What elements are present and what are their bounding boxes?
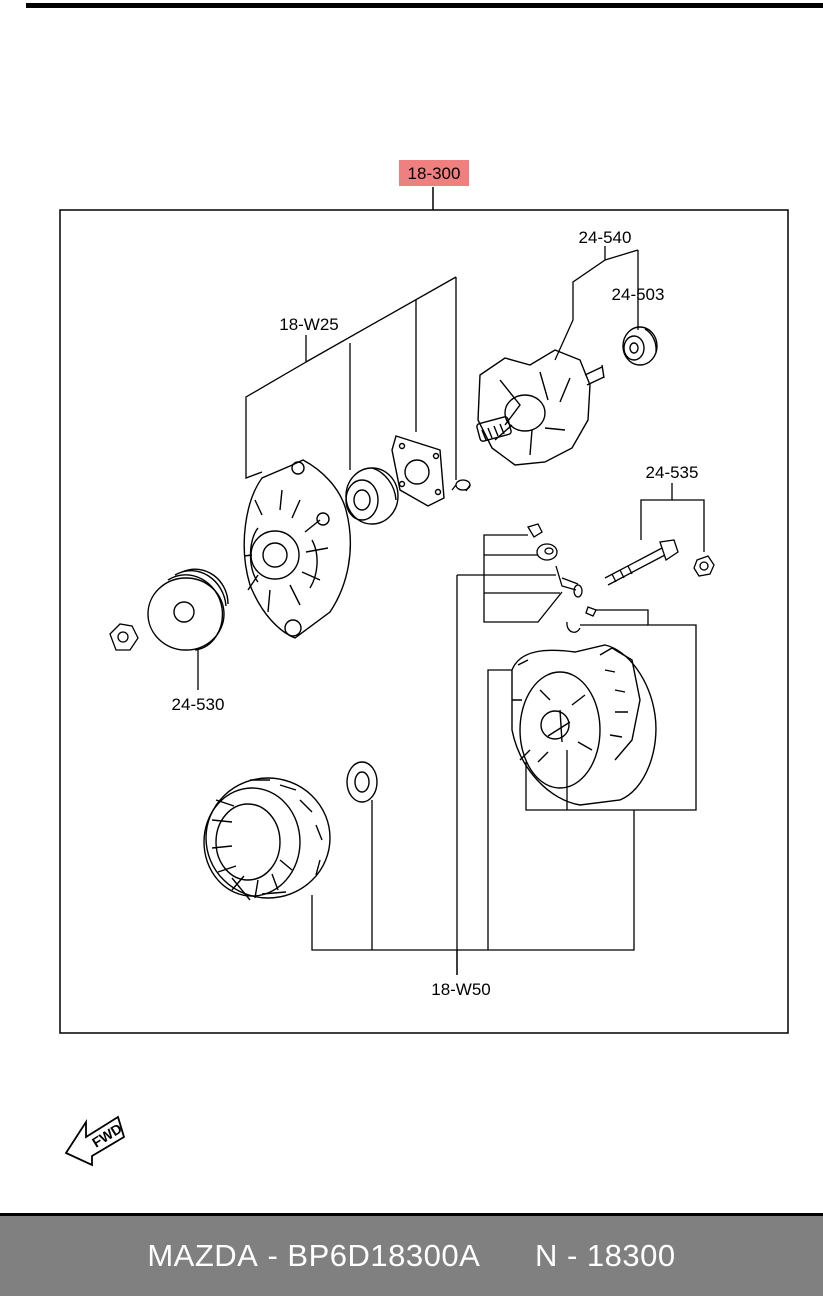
front-bearing — [345, 467, 399, 525]
part-number-footer: MAZDA - BP6D18300A N - 18300 — [0, 1213, 823, 1296]
top-rule — [26, 3, 823, 8]
pulley-nut — [109, 623, 139, 651]
assembly-callout-highlight — [399, 160, 469, 186]
rotor — [476, 349, 605, 466]
footer-part-number: BP6D18300A — [287, 1238, 481, 1273]
stator-kit-leaders — [311, 669, 635, 975]
bolt-nut — [693, 555, 715, 577]
fwd-arrow-icon: FWD — [64, 1115, 126, 1167]
stator — [203, 777, 331, 901]
rear-housing — [243, 459, 352, 639]
through-bolt — [604, 539, 679, 586]
bearing-callout[interactable]: 24-503 — [612, 285, 665, 304]
pulley — [147, 568, 229, 651]
bolt-kit-callout[interactable]: 24-535 — [646, 463, 699, 482]
plate-screw — [451, 479, 471, 492]
rear-housing-kit-callout[interactable]: 18-W25 — [279, 315, 339, 334]
footer-ref-number: N - 18300 — [534, 1238, 676, 1273]
rear-bearing — [622, 326, 658, 366]
stator-kit-callout[interactable]: 18-W50 — [431, 980, 491, 999]
front-housing — [511, 644, 657, 806]
rotor-leaders — [554, 246, 639, 361]
exploded-parts-diagram: 18-300 18-W25 — [59, 160, 789, 1167]
washer — [346, 761, 378, 803]
footer-brand: MAZDA — [147, 1238, 259, 1273]
retainer-plate — [391, 435, 445, 507]
pulley-callout[interactable]: 24-530 — [172, 695, 225, 714]
rotor-kit-callout[interactable]: 24-540 — [579, 228, 632, 247]
assembly-frame — [59, 209, 789, 1034]
rear-housing-leaders — [245, 276, 457, 480]
hardware-leaders — [456, 534, 697, 975]
assembly-callout[interactable]: 18-300 — [408, 164, 461, 183]
bolt-kit-leaders — [640, 483, 705, 552]
small-hardware — [527, 523, 597, 633]
